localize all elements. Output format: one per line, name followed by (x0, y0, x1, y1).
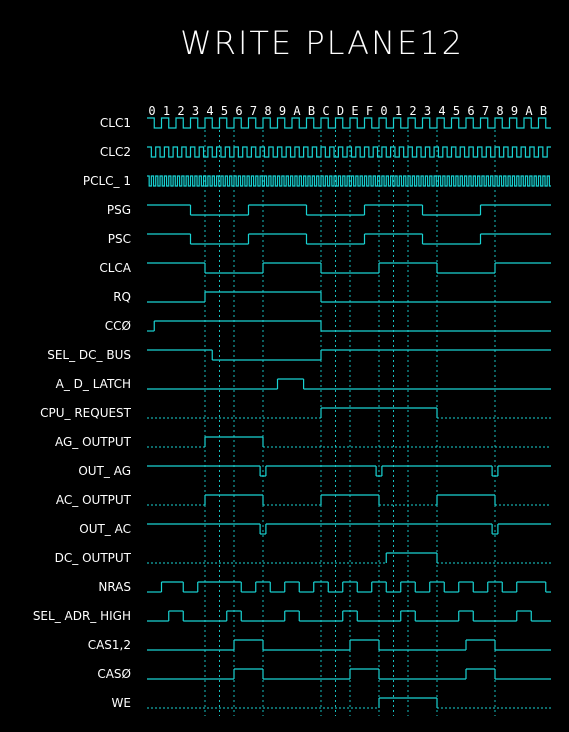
signal-label: PCLC_ 1 (83, 174, 131, 188)
signal-label: CPU_ REQUEST (40, 406, 132, 420)
column-label: 3 (192, 104, 199, 118)
column-label: 8 (496, 104, 503, 118)
column-label: 1 (395, 104, 402, 118)
column-label: E (351, 104, 358, 118)
column-label: 2 (409, 104, 416, 118)
signal-label: DC_ OUTPUT (55, 551, 132, 565)
column-label: 4 (206, 104, 213, 118)
signal-label: WE (112, 696, 131, 710)
column-label: 3 (424, 104, 431, 118)
column-label: A (293, 104, 301, 118)
signal-label: CLCA (99, 261, 131, 275)
waveform (147, 146, 551, 158)
signal-label: CAS1,2 (88, 638, 131, 652)
vertical-guides (204, 120, 496, 716)
signal-label: AC_ OUTPUT (56, 493, 132, 507)
signal-label: AG_ OUTPUT (55, 435, 132, 449)
waveform (147, 175, 551, 187)
signal-label: A_ D_ LATCH (56, 377, 131, 391)
signal-label: PSG (107, 203, 131, 217)
signal-label: SEL_ DC_ BUS (47, 348, 131, 362)
waveform (147, 117, 551, 129)
column-label: 7 (250, 104, 257, 118)
column-label: B (540, 104, 547, 118)
column-label: 4 (438, 104, 445, 118)
column-label: 1 (163, 104, 170, 118)
signal-label: CLC1 (100, 116, 131, 130)
signal-label: RQ (113, 290, 131, 304)
column-label: 9 (511, 104, 518, 118)
signal-label: CCØ (105, 319, 131, 333)
column-label: 0 (380, 104, 387, 118)
column-label: 7 (482, 104, 489, 118)
column-label: F (366, 104, 373, 118)
column-label: 0 (148, 104, 155, 118)
column-label: 6 (235, 104, 242, 118)
signal-label: CASØ (97, 667, 131, 681)
signal-label: OUT_ AG (78, 464, 131, 478)
signal-label: NRAS (98, 580, 131, 594)
signal-label: OUT_ AC (79, 522, 131, 536)
column-label: 2 (177, 104, 184, 118)
column-label: 9 (279, 104, 286, 118)
column-label: 5 (221, 104, 228, 118)
column-label: C (322, 104, 329, 118)
column-label: B (308, 104, 315, 118)
column-label: 6 (467, 104, 474, 118)
column-label: D (337, 104, 344, 118)
diagram-title: WRITE PLANE12 (180, 24, 464, 62)
column-label: A (525, 104, 533, 118)
column-label: 8 (264, 104, 271, 118)
signal-label: CLC2 (100, 145, 131, 159)
signal-label: PSC (108, 232, 131, 246)
signal-label: SEL_ ADR_ HIGH (33, 609, 131, 623)
column-label: 5 (453, 104, 460, 118)
